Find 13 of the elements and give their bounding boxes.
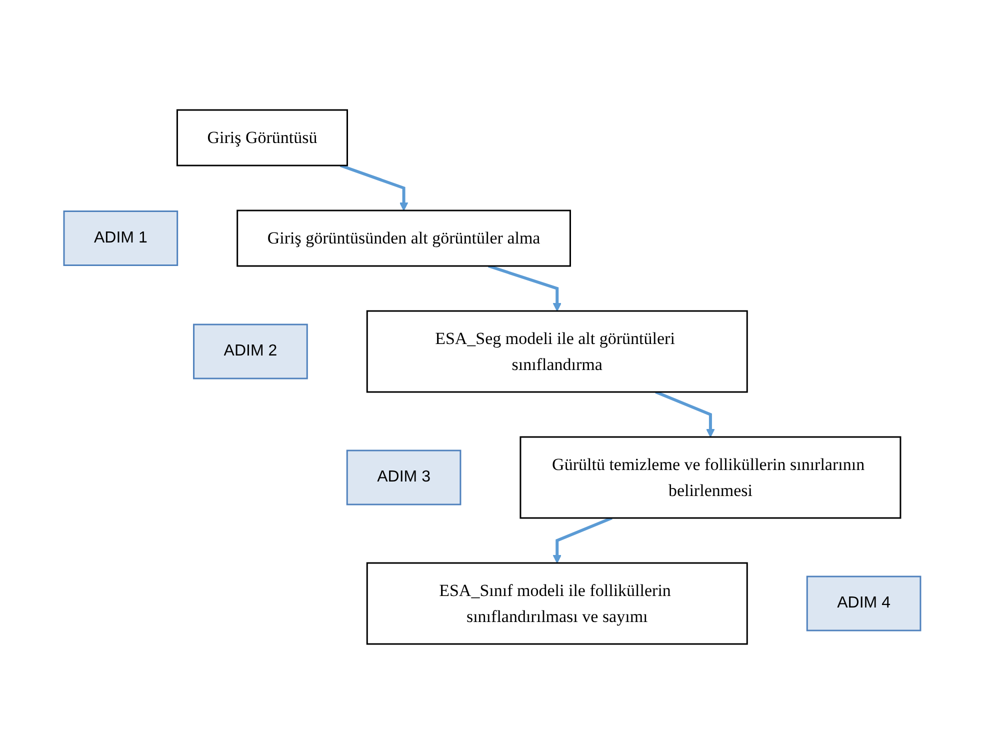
node-box: ESA_Seg modeli ile alt görüntüleri sınıflandırma: [366, 310, 748, 393]
node-box: ADIM 3: [346, 450, 461, 506]
node-box: ADIM 2: [192, 324, 308, 380]
arrow: [488, 264, 562, 312]
node-box: Giriş Görüntüsü: [176, 109, 348, 166]
arrow: [340, 164, 408, 211]
node-box: ADIM 4: [806, 576, 921, 632]
node-box: ADIM 1: [63, 210, 178, 266]
node-box: Gürültü temizleme ve folliküllerin sınırlarının belirlenmesi: [519, 436, 901, 519]
arrow: [552, 516, 612, 564]
node-box: ESA_Sınıf modeli ile folliküllerin sınıflandırılması ve sayımı: [366, 562, 748, 645]
arrow: [654, 390, 715, 438]
node-box: Giriş görüntüsünden alt görüntüler alma: [236, 210, 571, 267]
